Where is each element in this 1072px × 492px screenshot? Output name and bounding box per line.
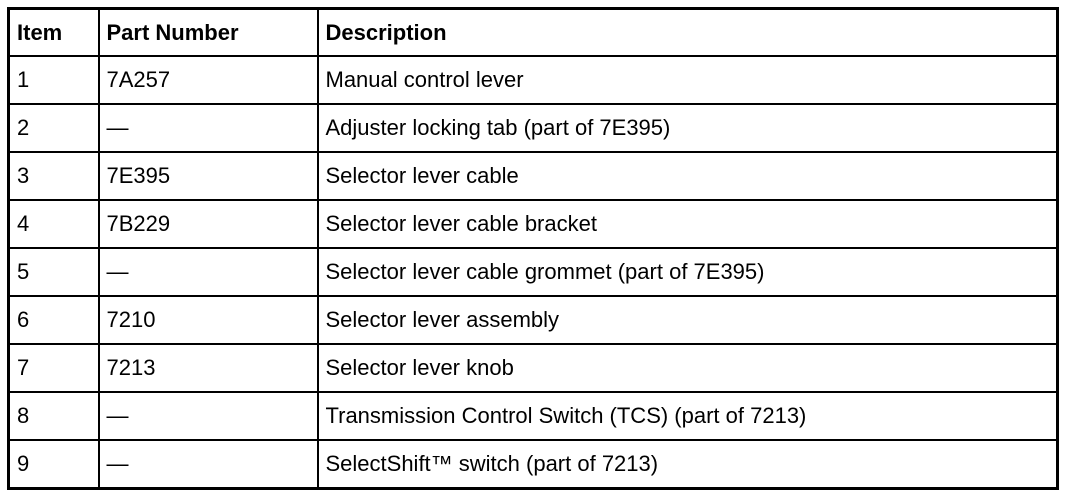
cell-part-number: 7A257: [97, 55, 319, 105]
cell-part-number: —: [97, 391, 319, 441]
cell-description: Transmission Control Switch (TCS) (part …: [316, 391, 1059, 441]
cell-part-number: —: [97, 103, 319, 153]
cell-item: 1: [7, 55, 100, 105]
cell-item: 3: [7, 151, 100, 201]
cell-part-number: 7210: [97, 295, 319, 345]
header-row: Item Part Number Description: [7, 7, 1059, 57]
table-body: 1 7A257 Manual control lever 2 — Adjuste…: [7, 55, 1059, 490]
table-row: 2 — Adjuster locking tab (part of 7E395): [7, 103, 1059, 153]
cell-part-number: —: [97, 439, 319, 490]
column-header-part-number: Part Number: [97, 7, 319, 57]
table-row: 7 7213 Selector lever knob: [7, 343, 1059, 393]
column-header-item: Item: [7, 7, 100, 57]
cell-item: 5: [7, 247, 100, 297]
table-header: Item Part Number Description: [7, 7, 1059, 57]
cell-item: 2: [7, 103, 100, 153]
cell-item: 7: [7, 343, 100, 393]
table-row: 6 7210 Selector lever assembly: [7, 295, 1059, 345]
cell-description: Adjuster locking tab (part of 7E395): [316, 103, 1059, 153]
cell-part-number: 7E395: [97, 151, 319, 201]
table-row: 4 7B229 Selector lever cable bracket: [7, 199, 1059, 249]
column-header-description: Description: [316, 7, 1059, 57]
cell-description: Selector lever cable: [316, 151, 1059, 201]
table-row: 3 7E395 Selector lever cable: [7, 151, 1059, 201]
table-row: 5 — Selector lever cable grommet (part o…: [7, 247, 1059, 297]
cell-part-number: 7B229: [97, 199, 319, 249]
cell-part-number: —: [97, 247, 319, 297]
cell-description: Selector lever cable bracket: [316, 199, 1059, 249]
table-row: 1 7A257 Manual control lever: [7, 55, 1059, 105]
table-row: 9 — SelectShift™ switch (part of 7213): [7, 439, 1059, 490]
cell-description: Selector lever cable grommet (part of 7E…: [316, 247, 1059, 297]
cell-description: Manual control lever: [316, 55, 1059, 105]
cell-description: SelectShift™ switch (part of 7213): [316, 439, 1059, 490]
cell-description: Selector lever knob: [316, 343, 1059, 393]
cell-item: 9: [7, 439, 100, 490]
cell-item: 6: [7, 295, 100, 345]
cell-item: 8: [7, 391, 100, 441]
table-row: 8 — Transmission Control Switch (TCS) (p…: [7, 391, 1059, 441]
cell-item: 4: [7, 199, 100, 249]
cell-part-number: 7213: [97, 343, 319, 393]
cell-description: Selector lever assembly: [316, 295, 1059, 345]
parts-table: Item Part Number Description 1 7A257 Man…: [7, 7, 1059, 490]
